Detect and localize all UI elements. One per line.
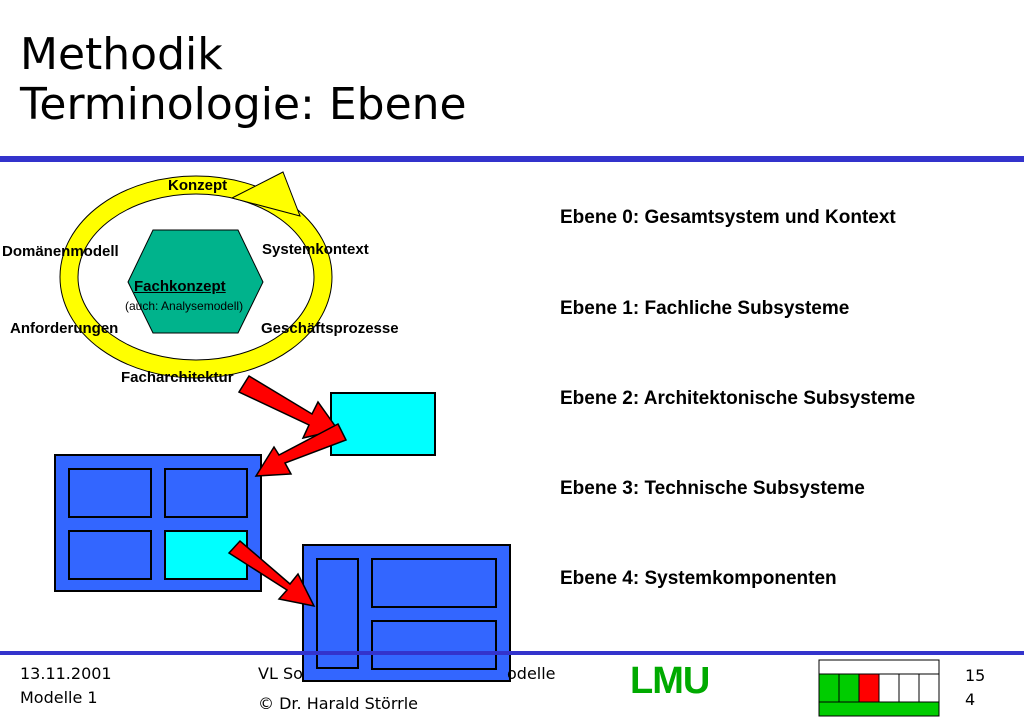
lmu-logo: LMU — [630, 660, 710, 702]
label-fachkonzept-sub: (auch: Analysemodell) — [125, 299, 244, 313]
red-arrow-2 — [254, 422, 348, 477]
footer-course-left: VL So — [258, 664, 303, 683]
title-line-1: Methodik — [20, 29, 223, 80]
red-arrow-1 — [237, 374, 340, 440]
slide-title: Methodik Terminologie: Ebene — [20, 30, 467, 130]
footer-module: Modelle 1 — [20, 688, 98, 707]
label-fachkonzept: Fachkonzept — [134, 278, 226, 295]
footer-author: © Dr. Harald Störrle — [258, 694, 418, 713]
fachkonzept-hexagon — [127, 229, 264, 334]
component-box — [302, 544, 511, 682]
level-2: Ebene 2: Architektonische Subsysteme — [560, 388, 916, 409]
level-0: Ebene 0: Gesamtsystem und Kontext — [560, 207, 896, 228]
label-anforderungen: Anforderungen — [10, 320, 119, 337]
footer-course-right: odelle — [507, 664, 556, 683]
architecture-box — [54, 454, 262, 592]
footer-date: 13.11.2001 — [20, 664, 112, 683]
title-line-2: Terminologie: Ebene — [20, 79, 467, 130]
label-facharchitektur: Facharchitektur — [121, 369, 234, 386]
label-domaenenmodell: Domänenmodell — [2, 243, 119, 260]
page-number-a: 15 — [965, 666, 986, 685]
label-systemkontext: Systemkontext — [262, 241, 369, 258]
label-geschaeftsprozesse: Geschäftsprozesse — [261, 320, 399, 337]
slide-navigator — [818, 659, 940, 717]
level-4: Ebene 4: Systemkomponenten — [560, 568, 837, 589]
level-1: Ebene 1: Fachliche Subsysteme — [560, 298, 850, 319]
label-konzept: Konzept — [168, 177, 228, 194]
level-3: Ebene 3: Technische Subsysteme — [560, 478, 865, 499]
title-divider — [0, 156, 1024, 162]
red-arrow-3 — [227, 539, 316, 608]
page-number-b: 4 — [965, 690, 976, 709]
subsystem-box-small — [330, 392, 436, 456]
cycle-arrow — [59, 171, 333, 379]
footer-divider — [0, 651, 1024, 655]
